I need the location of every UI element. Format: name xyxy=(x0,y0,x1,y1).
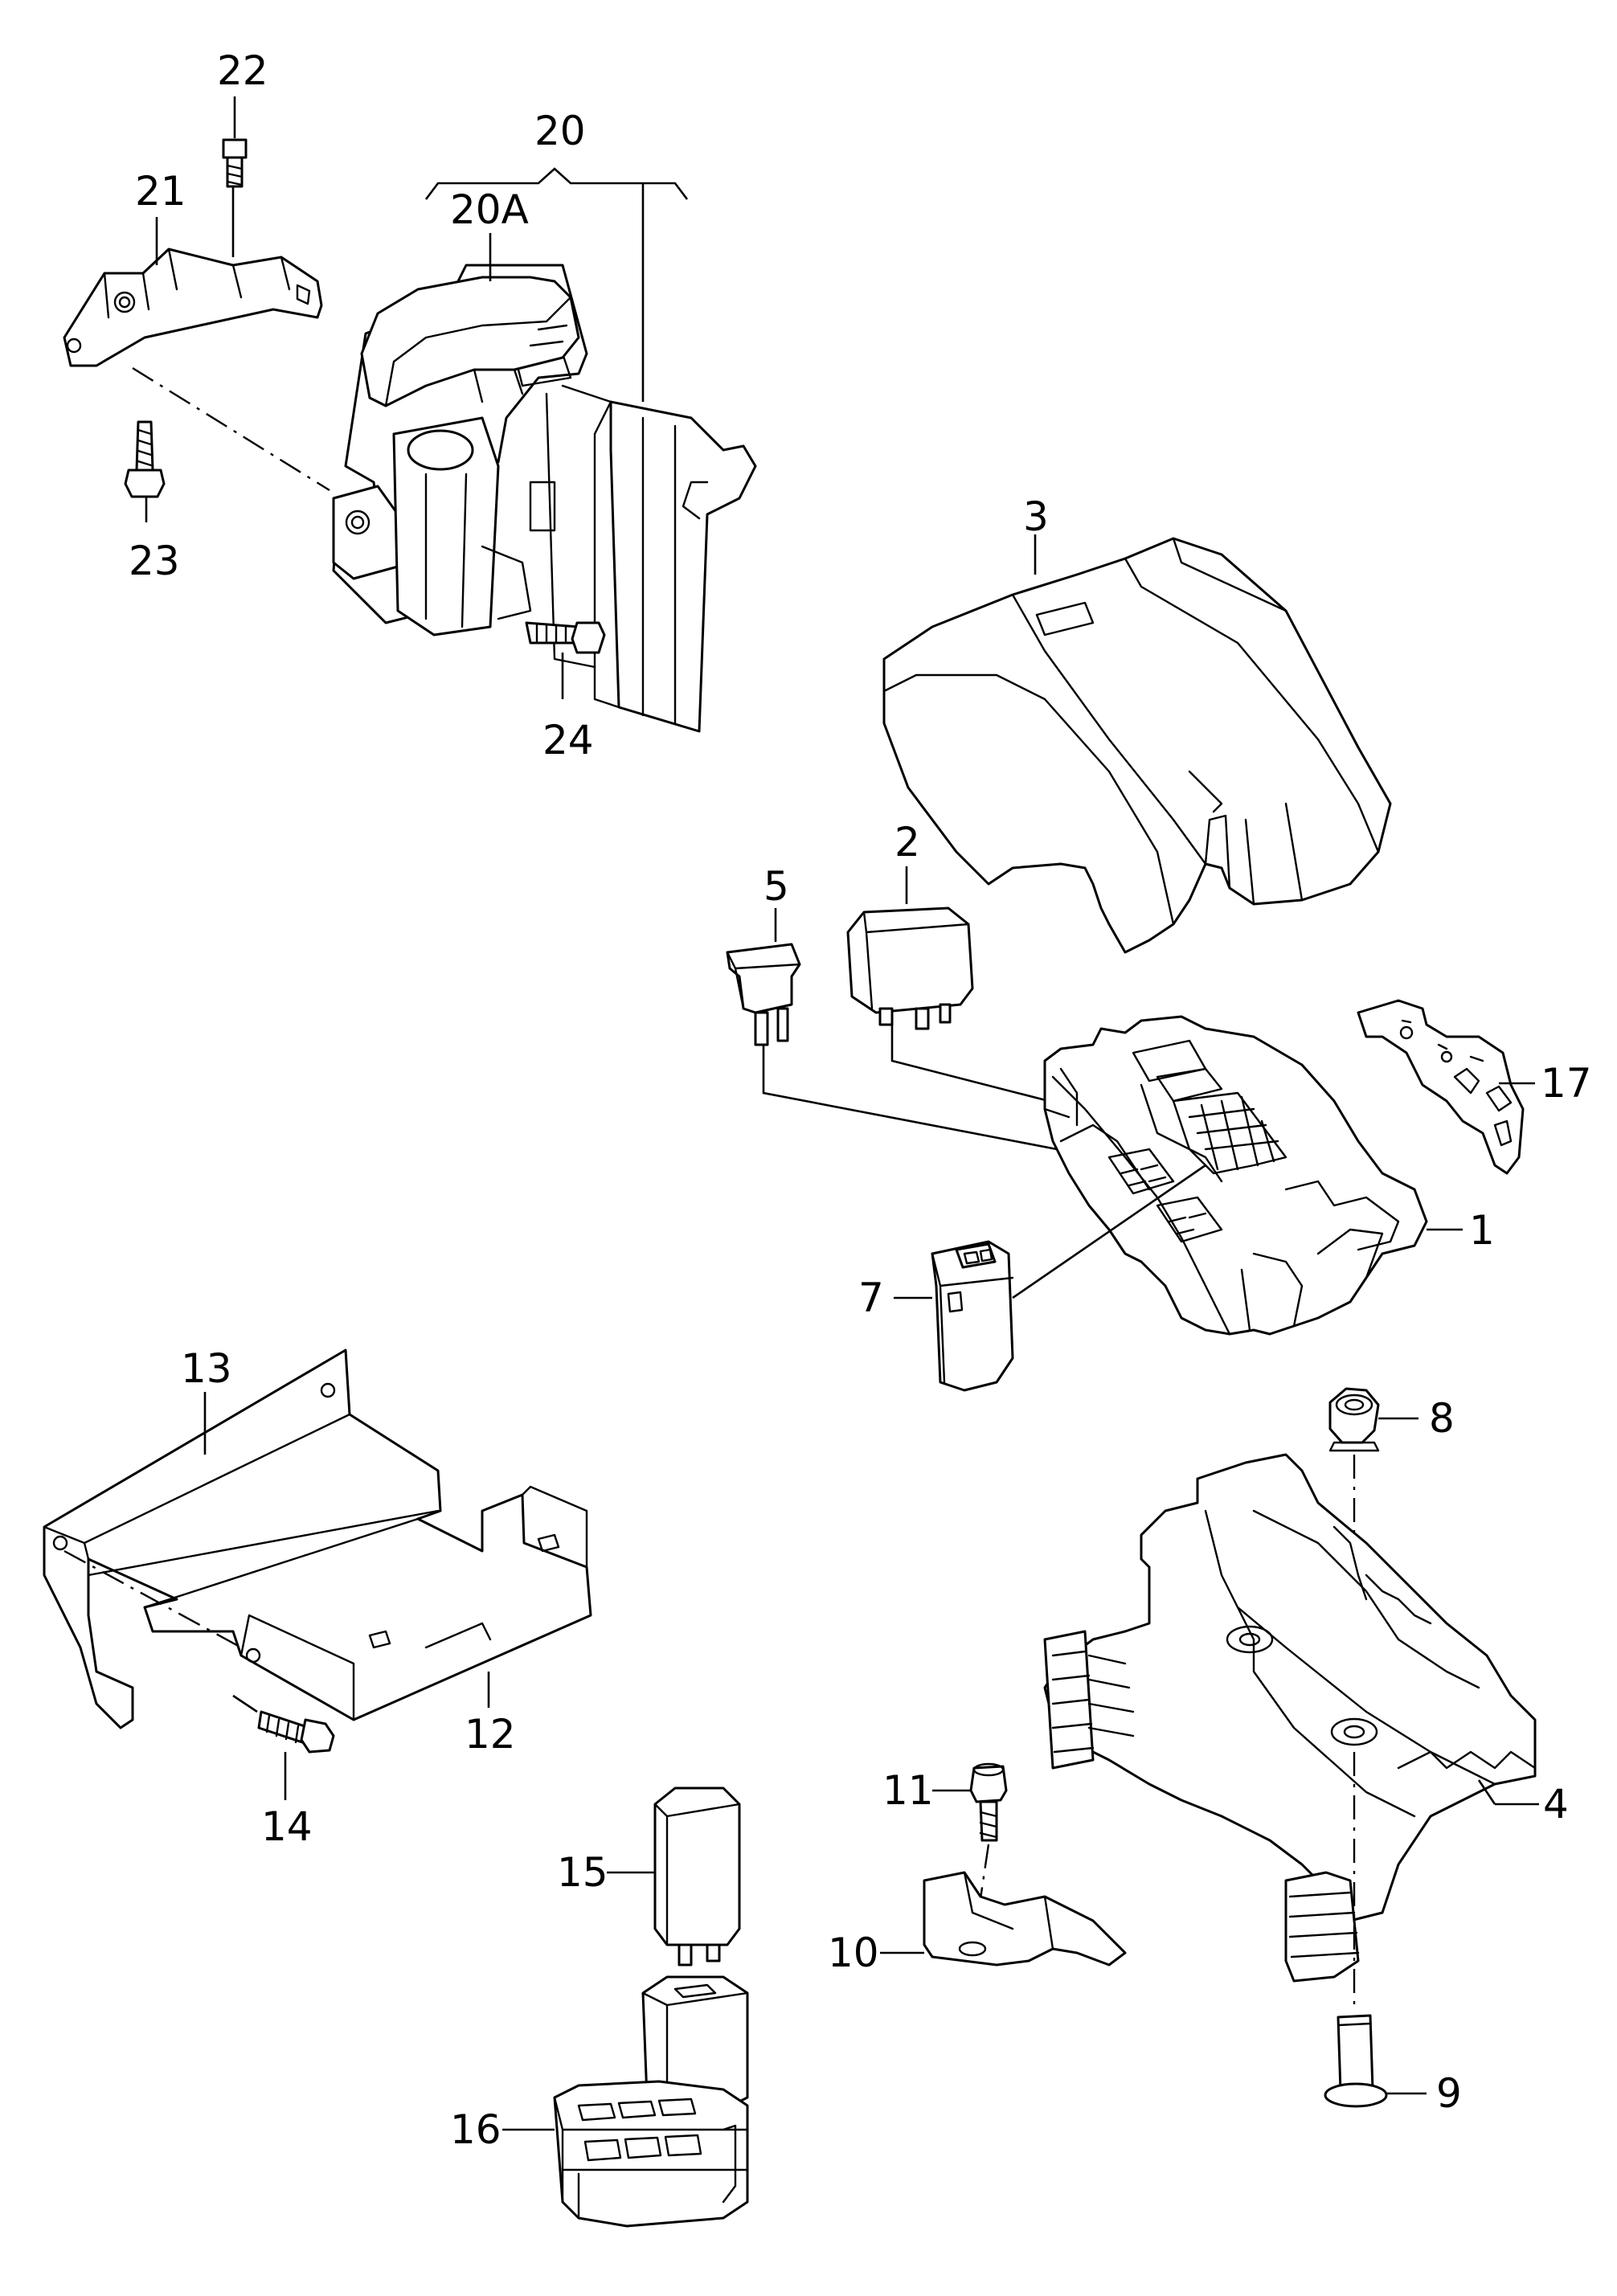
callout-4: 4 xyxy=(1543,1781,1569,1827)
callout-12: 12 xyxy=(465,1711,516,1758)
callout-5: 5 xyxy=(763,863,789,910)
callout-14: 14 xyxy=(261,1803,313,1850)
part-10-clip xyxy=(880,1871,1127,1967)
callout-23: 23 xyxy=(129,538,180,584)
part-12-bracket xyxy=(63,1549,490,1708)
callout-9: 9 xyxy=(1436,2070,1462,2117)
part-16-connector xyxy=(502,1975,749,2228)
part-2-relay xyxy=(846,866,1050,1103)
part-24-bolt xyxy=(525,621,606,699)
part-15-relay xyxy=(607,1786,741,1967)
part-17-mounting-strip xyxy=(1357,999,1535,1175)
callout-16: 16 xyxy=(450,2106,501,2153)
part-13-bracket-plate xyxy=(43,1349,592,1729)
callout-22: 22 xyxy=(217,47,268,94)
callout-3: 3 xyxy=(1023,493,1049,540)
callout-13: 13 xyxy=(181,1345,232,1392)
callout-7: 7 xyxy=(858,1275,884,1321)
part-22-bolt xyxy=(222,96,248,188)
callout-1: 1 xyxy=(1469,1207,1495,1254)
callout-11: 11 xyxy=(882,1767,934,1814)
part-3-fuse-box-cover xyxy=(882,534,1392,954)
callout-10: 10 xyxy=(828,1930,879,1976)
part-1-fuse-box xyxy=(1043,1015,1463,1336)
part-14-screw xyxy=(232,1694,335,1800)
part-11-screw xyxy=(932,1762,1008,1954)
part-23-bolt xyxy=(124,420,166,522)
callout-labels: 22 20 21 20A 23 24 3 2 5 17 1 7 8 13 12 … xyxy=(129,47,1592,2153)
part-20-terminal-holder xyxy=(63,96,757,733)
callout-2: 2 xyxy=(894,819,920,866)
part-4-base-tray xyxy=(1043,1453,1539,2009)
callout-24: 24 xyxy=(542,717,594,763)
part-21-bracket xyxy=(63,186,323,367)
callout-20a: 20A xyxy=(450,186,529,233)
part-7-maxi-fuse xyxy=(894,1164,1206,1392)
part-9-pin xyxy=(1324,2014,1427,2108)
callout-20: 20 xyxy=(534,108,586,154)
callout-17: 17 xyxy=(1541,1060,1592,1107)
callout-15: 15 xyxy=(557,1849,608,1896)
part-20a-cover-cap xyxy=(360,276,580,407)
part-5-blade-fuse xyxy=(726,908,1058,1151)
callout-21: 21 xyxy=(135,168,186,215)
callout-8: 8 xyxy=(1429,1395,1455,1442)
